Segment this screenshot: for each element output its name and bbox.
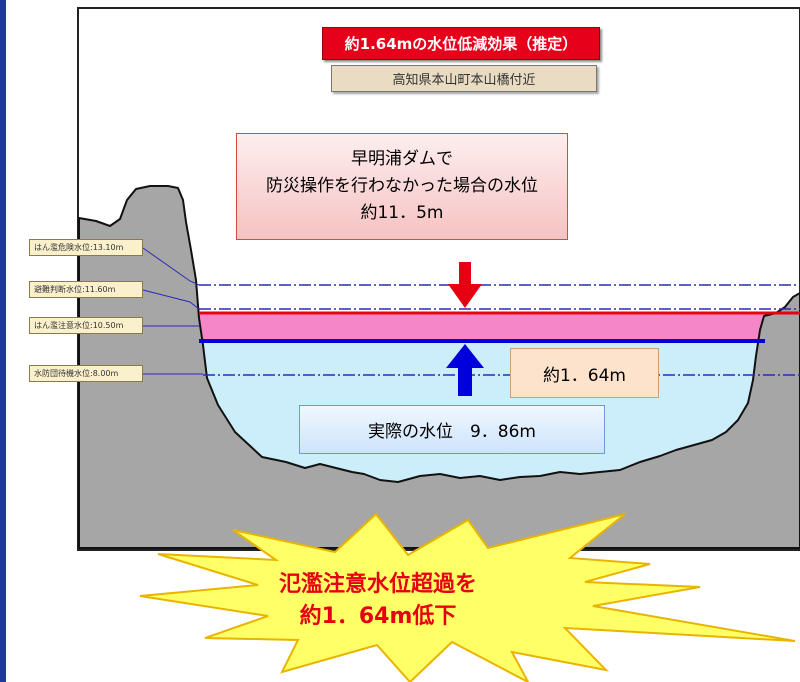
reduced-water-band xyxy=(199,313,765,341)
no-operation-line1: 早明浦ダムで xyxy=(351,149,453,169)
no-operation-line3: 約11．5m xyxy=(360,203,444,223)
burst-line2: 約1．64m低下 xyxy=(299,604,457,629)
burst-line1: 氾濫注意水位超過を xyxy=(278,572,477,597)
level-label-danger: はん濫危険水位:13.10m xyxy=(29,239,143,256)
left-accent-bar xyxy=(0,0,6,682)
actual-level-box: 実際の水位 9．86m xyxy=(299,405,605,454)
up-arrow xyxy=(446,344,484,396)
no-operation-level-box: 早明浦ダムで 防災操作を行わなかった場合の水位 約11．5m xyxy=(236,133,568,240)
level-label-caution: はん濫注意水位:10.50m xyxy=(29,317,143,334)
page-title: 約1.64mの水位低減効果（推定） xyxy=(322,27,600,60)
level-label-standby: 水防団待機水位:8.00m xyxy=(29,365,143,382)
no-operation-line2: 防災操作を行わなかった場合の水位 xyxy=(266,176,538,196)
level-label-evacuation: 避難判断水位:11.60m xyxy=(29,281,143,298)
location-label: 高知県本山町本山橋付近 xyxy=(331,65,597,92)
starburst-shape xyxy=(139,512,796,682)
down-arrow xyxy=(448,262,482,308)
burst-callout-text: 氾濫注意水位超過を 約1．64m低下 xyxy=(258,566,498,636)
leader-danger xyxy=(142,247,200,286)
reduction-amount-box: 約1．64m xyxy=(510,348,659,398)
leader-evacuation xyxy=(142,289,200,310)
riverbed-ground xyxy=(78,185,800,549)
